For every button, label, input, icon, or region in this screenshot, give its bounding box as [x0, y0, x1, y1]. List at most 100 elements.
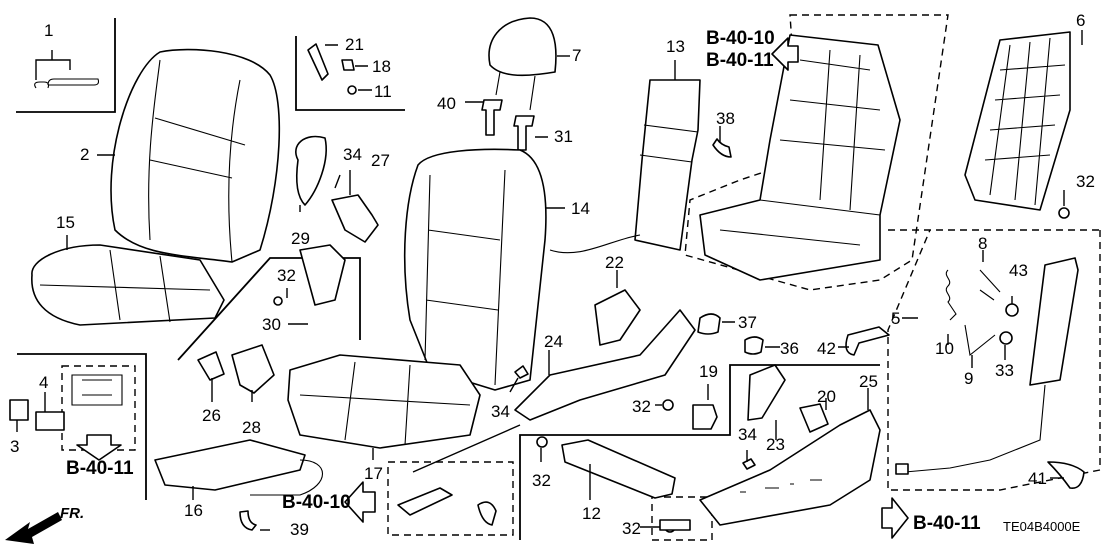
- ref-bottom-center[interactable]: B-40-10: [282, 492, 351, 513]
- callout-3[interactable]: 3: [10, 437, 20, 456]
- callout-32-b[interactable]: 32: [632, 397, 651, 416]
- callout-32-e[interactable]: 32: [1076, 172, 1095, 191]
- callout-17[interactable]: 17: [364, 464, 383, 483]
- callout-9[interactable]: 9: [964, 369, 974, 388]
- callout-16[interactable]: 16: [184, 501, 203, 520]
- part-23-switch-bracket: [747, 364, 786, 421]
- part-2-seatback-cover: [110, 48, 281, 263]
- part-43-nut: [1005, 303, 1019, 317]
- callout-6[interactable]: 6: [1076, 11, 1086, 30]
- callout-38[interactable]: 38: [716, 109, 735, 128]
- callout-27[interactable]: 27: [371, 151, 390, 170]
- part-19-knob: [692, 404, 718, 430]
- callout-5[interactable]: 5: [891, 309, 901, 328]
- callout-24[interactable]: 24: [544, 332, 563, 351]
- part-12-trim-strip: [561, 439, 676, 499]
- callout-34-b[interactable]: 34: [491, 402, 510, 421]
- inset-box-1: [16, 18, 116, 113]
- arrow-left-ref-top: [771, 37, 799, 71]
- callout-23[interactable]: 23: [766, 435, 785, 454]
- knob-dashed-box: [651, 496, 713, 541]
- callout-39[interactable]: 39: [290, 520, 309, 539]
- part-21-trim: [307, 43, 329, 81]
- part-15-cushion-cover: [31, 244, 225, 326]
- callout-34-a[interactable]: 34: [343, 145, 362, 164]
- callout-8[interactable]: 8: [978, 234, 988, 253]
- connector-drawing: [71, 374, 123, 406]
- part-31-headrest-guide: [513, 115, 535, 151]
- callout-33[interactable]: 33: [995, 361, 1014, 380]
- callout-32-d[interactable]: 32: [622, 519, 641, 538]
- airbag-connector: [895, 463, 909, 475]
- seat-frame: [699, 34, 901, 281]
- part-34-clip: [514, 365, 529, 379]
- callout-10[interactable]: 10: [935, 339, 954, 358]
- callout-13[interactable]: 13: [666, 37, 685, 56]
- part-8-wire: [979, 269, 1001, 301]
- inset-box-trim: [519, 364, 880, 540]
- callout-30[interactable]: 30: [262, 315, 281, 334]
- callout-41[interactable]: 41: [1028, 469, 1047, 488]
- part-18-clip: [341, 59, 355, 71]
- callout-42[interactable]: 42: [817, 339, 836, 358]
- ref-top[interactable]: B-40-10 B-40-11: [706, 28, 775, 72]
- callout-15[interactable]: 15: [56, 213, 75, 232]
- part-28-cover: [231, 344, 275, 394]
- callout-36[interactable]: 36: [780, 339, 799, 358]
- part-13-seat-heater: [634, 79, 701, 251]
- part-30-cover: [299, 244, 346, 306]
- callout-40[interactable]: 40: [437, 94, 456, 113]
- callout-32-a[interactable]: 32: [277, 266, 296, 285]
- callout-32-c[interactable]: 32: [532, 471, 551, 490]
- part-26-clip: [197, 351, 225, 381]
- callout-7[interactable]: 7: [572, 46, 582, 65]
- callout-22[interactable]: 22: [605, 253, 624, 272]
- callout-28[interactable]: 28: [242, 418, 261, 437]
- callout-18[interactable]: 18: [372, 57, 391, 76]
- part-24-side-trim: [514, 309, 696, 421]
- part-25-side-cover: [699, 409, 881, 526]
- part-36-bushing: [744, 336, 764, 355]
- callout-43[interactable]: 43: [1009, 261, 1028, 280]
- part-16-heater: [154, 439, 306, 491]
- part-17-cushion-pad: [287, 354, 481, 449]
- ref-top-line-1[interactable]: B-40-10: [706, 28, 775, 49]
- callout-4[interactable]: 4: [39, 373, 49, 392]
- callout-1[interactable]: 1: [44, 21, 54, 40]
- callout-12[interactable]: 12: [582, 504, 601, 523]
- callout-21[interactable]: 21: [345, 35, 364, 54]
- callout-34-c[interactable]: 34: [738, 425, 757, 444]
- callout-31[interactable]: 31: [554, 127, 573, 146]
- lever-cap: [477, 501, 497, 526]
- part-10-spring: [945, 269, 957, 321]
- callout-11[interactable]: 11: [374, 82, 392, 101]
- callout-25[interactable]: 25: [859, 372, 878, 391]
- part-32-screw: [273, 296, 283, 306]
- ref-top-line-2[interactable]: B-40-11: [706, 49, 774, 71]
- front-direction-label: FR.: [60, 505, 85, 522]
- callout-37[interactable]: 37: [738, 313, 757, 332]
- callout-14[interactable]: 14: [571, 199, 590, 218]
- callout-19[interactable]: 19: [699, 362, 718, 381]
- part-14-seatback-pad: [403, 148, 547, 391]
- callout-26[interactable]: 26: [202, 406, 221, 425]
- callout-20[interactable]: 20: [817, 387, 836, 406]
- knob-small: [659, 519, 691, 531]
- ref-left[interactable]: B-40-11: [66, 458, 134, 479]
- arrow-left-ref-bottom: [344, 481, 376, 523]
- arrow-down-ref-left: [76, 434, 122, 461]
- part-1-clips: [34, 78, 100, 89]
- part-20-switch: [799, 403, 829, 433]
- callout-29[interactable]: 29: [291, 229, 310, 248]
- part-29-cover: [295, 135, 327, 206]
- part-41-clip: [1047, 461, 1085, 489]
- ref-bottom-right[interactable]: B-40-11: [913, 513, 981, 534]
- part-5-side-airbag: [1029, 257, 1079, 386]
- part-38-clip: [712, 138, 732, 158]
- part-6-back-panel: [964, 31, 1071, 211]
- callout-2[interactable]: 2: [80, 145, 90, 164]
- part-37-bushing: [697, 313, 721, 335]
- part-9-wire: [964, 324, 996, 357]
- part-33-nut: [999, 331, 1013, 345]
